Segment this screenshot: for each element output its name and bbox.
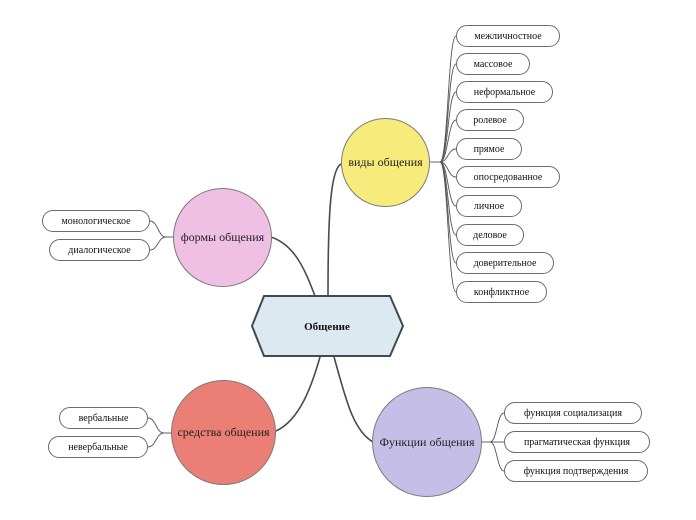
branch-formy — [270, 236, 316, 297]
leaf-funkciya-socializaciya[interactable]: функция социализация — [504, 402, 642, 424]
leaf-doveritelnoe[interactable]: доверительное — [456, 252, 554, 274]
leaf-dialogicheskoe[interactable]: диалогическое — [49, 239, 150, 261]
leaf-neverbalnye[interactable]: невербальные — [48, 436, 148, 458]
leaf-pragmaticheskaya-funkciya[interactable]: прагматическая функция — [504, 431, 650, 453]
leaf-massovoe[interactable]: массовое — [456, 53, 530, 75]
leaf-neformalnoe[interactable]: неформальное — [456, 81, 553, 103]
branch-vidy — [327, 163, 342, 297]
topic-funkcii-obshcheniya[interactable]: Функции общения — [372, 387, 482, 497]
leaf-lichnoe[interactable]: личное — [456, 195, 522, 217]
branch-funkcii — [333, 356, 374, 443]
topic-formy-label: формы общения — [180, 230, 265, 244]
sredstva-leaf-connectors — [147, 417, 172, 448]
topic-funkcii-label: Функции общения — [379, 434, 475, 449]
leaf-delovoe[interactable]: деловое — [456, 224, 524, 246]
leaf-rolevoe[interactable]: ролевое — [456, 109, 524, 131]
leaf-konfliktnoe[interactable]: конфликтное — [456, 281, 547, 303]
topic-vidy-obshcheniya[interactable]: виды общения — [341, 118, 430, 207]
topic-sredstva-label: средства общения — [177, 425, 270, 439]
topic-sredstva-obshcheniya[interactable]: средства общения — [171, 380, 276, 485]
branch-sredstva — [275, 356, 321, 432]
funkcii-leaf-connectors — [481, 412, 505, 472]
leaf-mezhlichnostnoe[interactable]: межличностное — [456, 25, 560, 47]
center-node-shape — [250, 295, 405, 357]
center-node-label[interactable]: Общение — [304, 320, 350, 333]
leaf-oposredovannoe[interactable]: опосредованное — [456, 166, 560, 188]
topic-formy-obshcheniya[interactable]: формы общения — [173, 188, 272, 287]
topic-vidy-label: виды общения — [348, 155, 423, 169]
vidy-leaf-connectors — [430, 35, 457, 293]
leaf-pryamoe[interactable]: прямое — [456, 138, 522, 160]
formy-leaf-connectors — [149, 220, 174, 251]
leaf-verbalnye[interactable]: вербальные — [59, 407, 148, 429]
leaf-monologicheskoe[interactable]: монологическое — [42, 210, 150, 232]
leaf-funkciya-podtverzhdeniya[interactable]: функция подтверждения — [504, 460, 648, 482]
